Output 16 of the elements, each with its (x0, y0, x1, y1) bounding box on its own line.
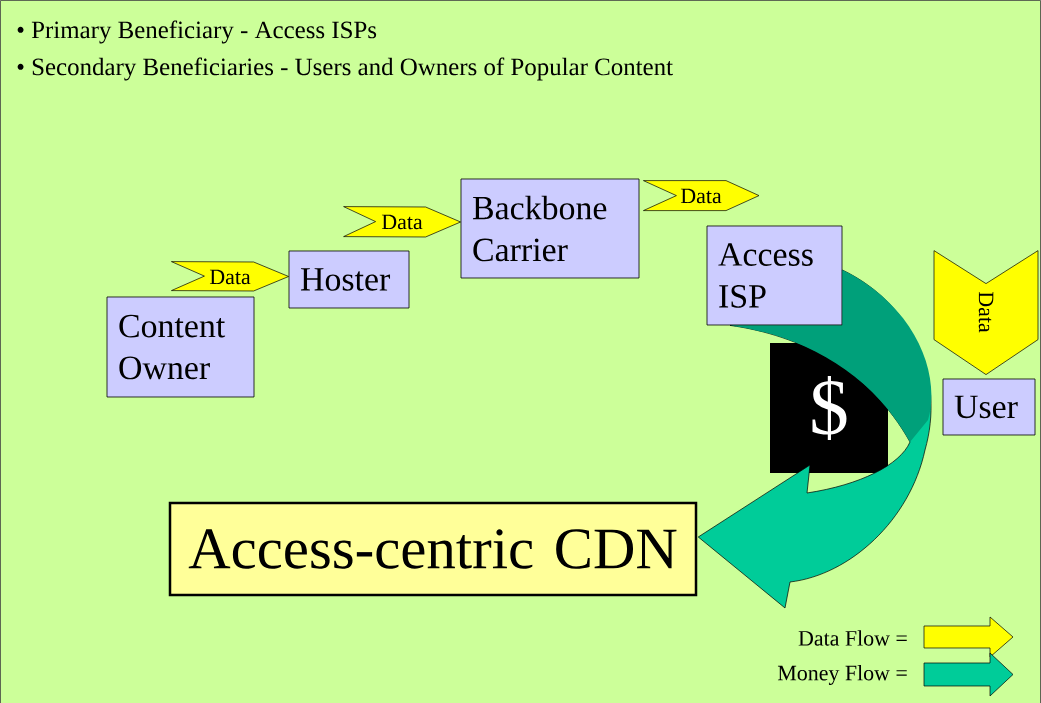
edge-label: Data (208, 269, 252, 285)
process-box: Content Owner (106, 296, 255, 398)
bullet-text: • Secondary Beneficiaries - Users and Owners of Popular Content (17, 57, 673, 81)
legend-text: Data Flow = (798, 630, 907, 646)
cdn-box: Access-centric CDN (168, 501, 698, 597)
edge-label: Data (978, 290, 994, 334)
money-arrow (697, 269, 932, 609)
process-box: Hoster (288, 250, 410, 309)
data-arrow (933, 250, 1039, 375)
process-box: User (942, 378, 1036, 436)
edge-label: Data (679, 188, 723, 204)
legend-text: Money Flow = (777, 665, 907, 685)
process-box: Access ISP (706, 225, 843, 326)
bullet-text: • Primary Beneficiary - Access ISPs (17, 20, 377, 44)
process-box: Backbone Carrier (460, 178, 640, 279)
edge-label: Data (380, 214, 424, 230)
